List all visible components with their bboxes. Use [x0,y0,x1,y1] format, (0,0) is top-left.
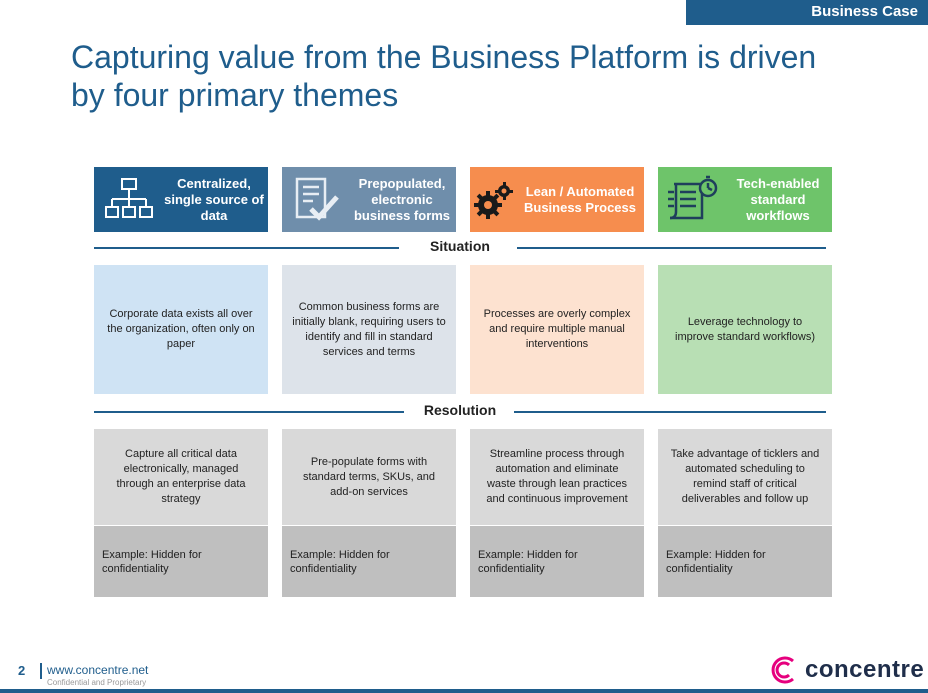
resolution-divider: Resolution [94,402,826,422]
concentre-logo: concentre [769,655,924,685]
theme-title: Prepopulated, electronic business forms [353,175,451,223]
situation-divider: Situation [94,238,826,258]
org-chart-icon [94,167,164,232]
situation-card-1: Corporate data exists all over the organ… [94,265,268,394]
example-card-3: Example: Hidden for confidentiality [470,526,644,597]
footer-separator [40,663,42,679]
example-card-4: Example: Hidden for confidentiality [658,526,832,597]
bottom-rule [0,689,928,693]
business-case-tag: Business Case [686,0,928,25]
situation-card-4: Leverage technology to improve standard … [658,265,832,394]
page-number: 2 [18,663,26,678]
theme-title: Centralized, single source of data [164,175,264,223]
gears-icon [470,167,520,232]
website-link[interactable]: www.concentre.net [47,663,149,677]
theme-title: Lean / Automated Business Process [523,183,636,215]
form-check-icon [282,167,352,232]
logo-wordmark: concentre [805,656,925,683]
theme-header-4: Tech-enabled standard workflows [658,167,832,232]
situation-card-2: Common business forms are initially blan… [282,265,456,394]
situation-card-3: Processes are overly complex and require… [470,265,644,394]
theme-title: Tech-enabled standard workflows [736,175,820,223]
resolution-label: Resolution [423,402,497,418]
situation-label: Situation [430,238,490,254]
confidential-notice: Confidential and Proprietary [47,678,147,687]
concentre-logo-icon [771,656,794,684]
example-card-1: Example: Hidden for confidentiality [94,526,268,597]
resolution-card-1: Capture all critical data electronically… [94,429,268,525]
theme-header-2: Prepopulated, electronic business forms [282,167,456,232]
checklist-timer-icon [658,167,728,232]
page-title: Capturing value from the Business Platfo… [71,39,817,113]
example-card-2: Example: Hidden for confidentiality [282,526,456,597]
theme-header-3: Lean / Automated Business Process [470,167,644,232]
resolution-card-4: Take advantage of ticklers and automated… [658,429,832,525]
theme-header-1: Centralized, single source of data [94,167,268,232]
resolution-card-3: Streamline process through automation an… [470,429,644,525]
resolution-card-2: Pre-populate forms with standard terms, … [282,429,456,525]
